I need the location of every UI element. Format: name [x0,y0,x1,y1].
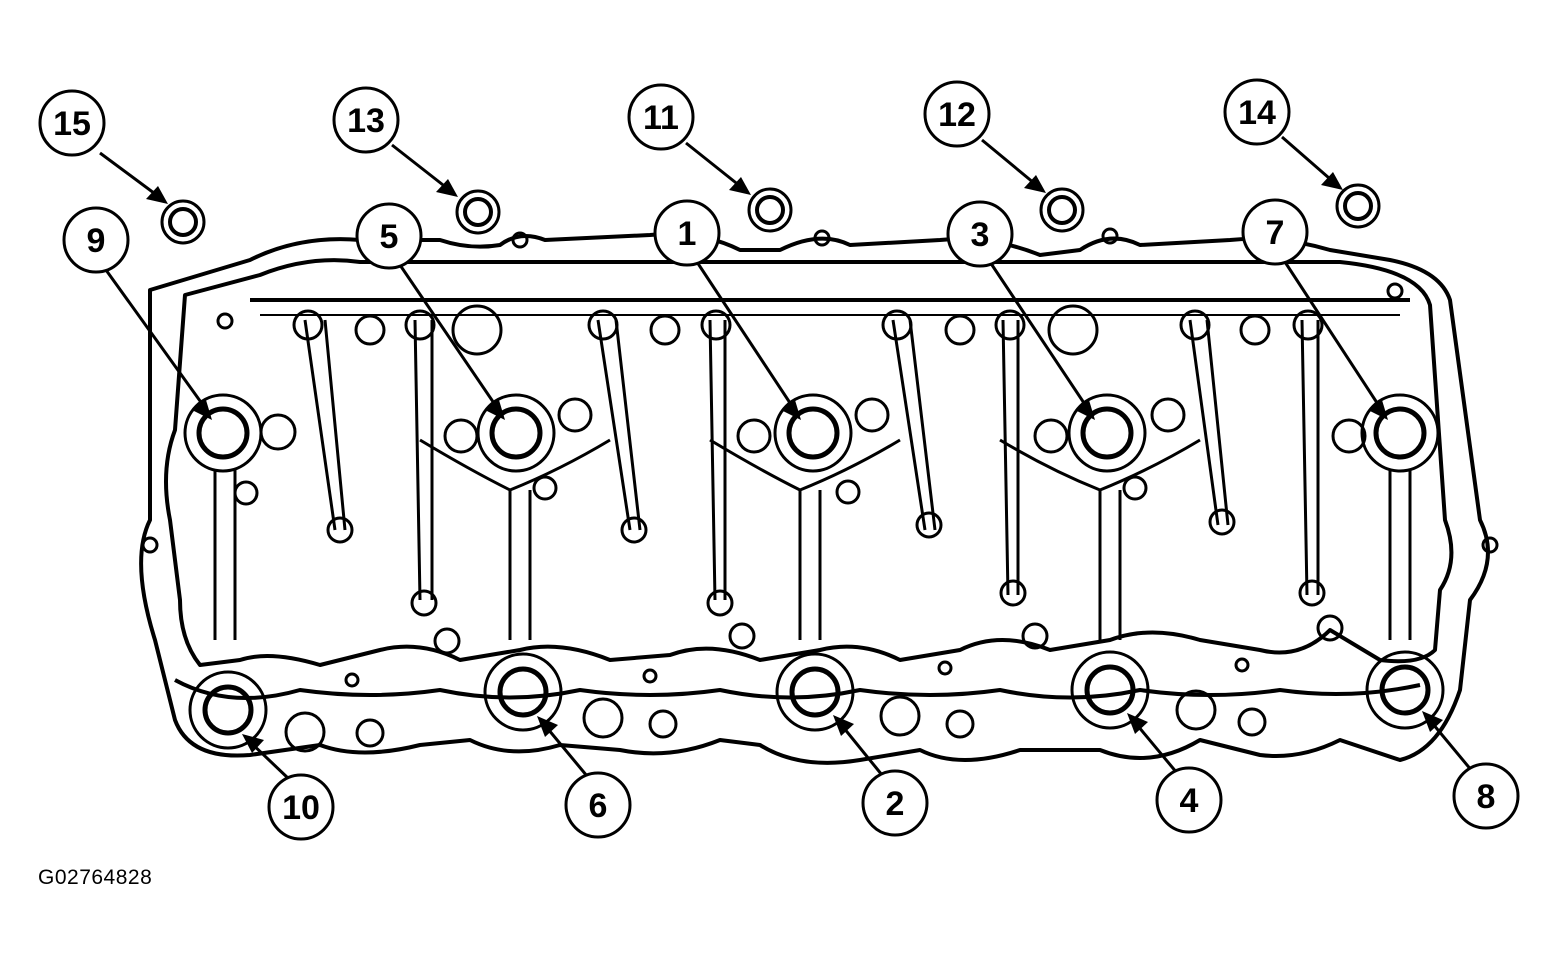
callout-label: 5 [380,218,399,256]
callout-label: 10 [282,789,320,827]
callout-12: 12 [923,80,1046,193]
callout-1: 1 [653,199,801,420]
bore-dividers [213,438,1412,640]
small-holes [141,227,1499,753]
callout-7: 7 [1241,198,1388,420]
figure-reference-code: G02764828 [38,866,153,889]
callout-label: 3 [971,216,990,254]
cylinder-head-outline [139,232,1490,765]
callout-label: 2 [886,785,905,823]
callout-label: 7 [1266,214,1285,252]
callout-11: 11 [627,83,751,195]
callout-3: 3 [946,200,1095,420]
rocker-arms [303,319,1320,601]
callout-label: 6 [589,787,608,825]
pushrod-ends [292,309,1326,617]
callout-14: 14 [1223,78,1343,190]
callouts: 15 13 11 12 14 [38,78,1520,841]
callout-13: 13 [332,86,458,197]
callout-4: 4 [1127,713,1223,834]
callout-label: 1 [678,215,697,253]
callout-label: 8 [1477,778,1496,816]
callout-8: 8 [1422,711,1520,830]
head-bolts-upper [183,393,1440,473]
callout-label: 13 [347,102,385,140]
callout-15: 15 [38,89,168,204]
loose-bolts [160,183,1381,245]
callout-label: 12 [938,96,976,134]
callout-5: 5 [355,202,505,420]
callout-6: 6 [537,716,632,839]
callout-2: 2 [833,715,929,837]
callout-label: 11 [643,99,679,137]
callout-label: 9 [87,222,106,260]
callout-9: 9 [62,206,212,420]
callout-label: 4 [1180,782,1199,820]
callout-10: 10 [242,734,335,841]
head-bolts-lower [188,650,1445,750]
callout-label: 14 [1238,94,1276,132]
callout-label: 15 [53,105,91,143]
